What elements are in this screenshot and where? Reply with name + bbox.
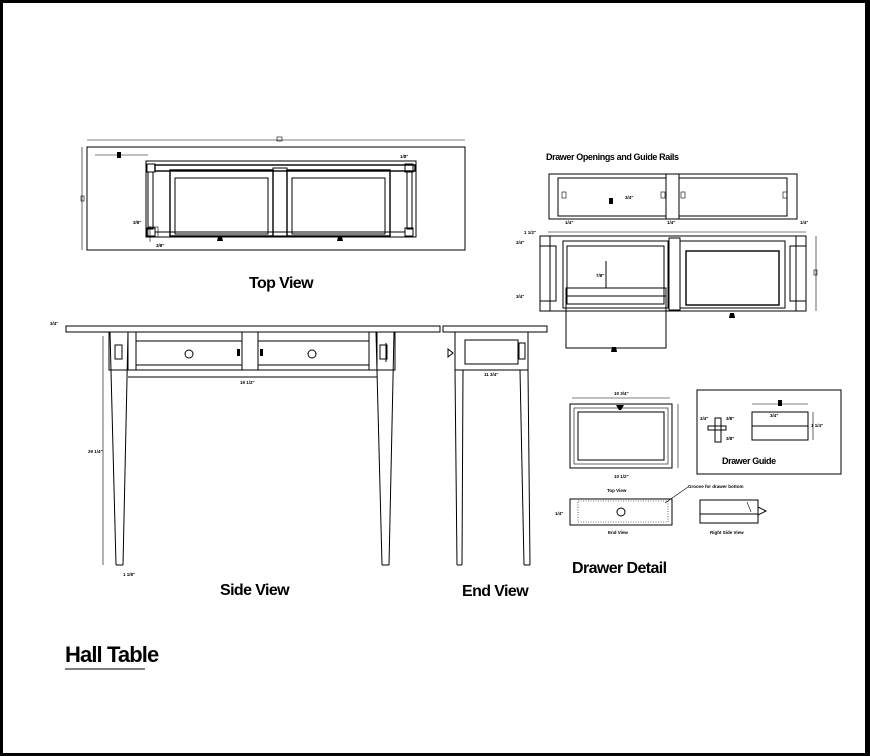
svg-text:3/8": 3/8" [726, 416, 734, 421]
svg-text:1 1/8": 1 1/8" [123, 572, 135, 577]
top-view: 3/8" 3/8" 1/8" Top View [80, 136, 466, 292]
svg-text:3/4": 3/4" [50, 321, 58, 326]
top-view-label: Top View [249, 275, 314, 292]
svg-text:11 3/4": 11 3/4" [484, 372, 498, 377]
svg-text:1 1/4": 1 1/4" [811, 423, 823, 428]
side-view-label: Side View [220, 582, 290, 599]
drawing-sheet: 3/8" 3/8" 1/8" Top View 3/4" 19 1/2" 29 … [3, 3, 865, 753]
svg-text:7/8": 7/8" [596, 273, 604, 278]
drawer-openings-view: Drawer Openings and Guide Rails 3/4" 1/4… [516, 152, 818, 352]
svg-text:3/8": 3/8" [156, 243, 164, 248]
svg-text:3/4": 3/4" [516, 240, 524, 245]
svg-text:End View: End View [608, 530, 628, 535]
side-view: 3/4" 19 1/2" 29 1/4" 1 1/8" Side View [50, 321, 441, 599]
svg-text:3/8": 3/8" [726, 436, 734, 441]
svg-text:1/8": 1/8" [400, 154, 408, 159]
groove-note: Groove for drawer bottom [688, 484, 744, 489]
end-view-label: End View [462, 583, 529, 600]
svg-text:Top View: Top View [607, 488, 627, 493]
svg-text:1/4": 1/4" [555, 511, 563, 516]
svg-text:3/4": 3/4" [516, 294, 524, 299]
drawer-guide-label: Drawer Guide [722, 456, 776, 466]
svg-text:3/8": 3/8" [133, 220, 141, 225]
cad-drawing: 3/8" 3/8" 1/8" Top View 3/4" 19 1/2" 29 … [50, 136, 842, 670]
svg-text:10 1/2": 10 1/2" [614, 474, 629, 479]
drawing-title: Hall Table [65, 642, 160, 670]
svg-text:Right Side View: Right Side View [710, 530, 744, 535]
drawer-detail: 10 3/4" 10 1/2" Top View 1/4" End View G… [555, 389, 842, 577]
svg-text:3/4": 3/4" [700, 416, 708, 421]
drawer-detail-label: Drawer Detail [572, 560, 667, 577]
svg-text:1/4": 1/4" [667, 220, 675, 225]
svg-text:1/4": 1/4" [565, 220, 573, 225]
title-text: Hall Table [65, 642, 159, 667]
svg-text:1/4": 1/4" [800, 220, 808, 225]
svg-text:10 3/4": 10 3/4" [614, 391, 629, 396]
svg-text:19 1/2": 19 1/2" [240, 380, 255, 385]
svg-text:1 1/2": 1 1/2" [524, 230, 536, 235]
svg-text:29 1/4": 29 1/4" [88, 449, 103, 454]
end-view: 11 3/4" End View [442, 325, 548, 600]
svg-text:3/4": 3/4" [625, 195, 633, 200]
drawer-openings-label: Drawer Openings and Guide Rails [546, 152, 679, 162]
svg-text:3/4": 3/4" [770, 413, 778, 418]
